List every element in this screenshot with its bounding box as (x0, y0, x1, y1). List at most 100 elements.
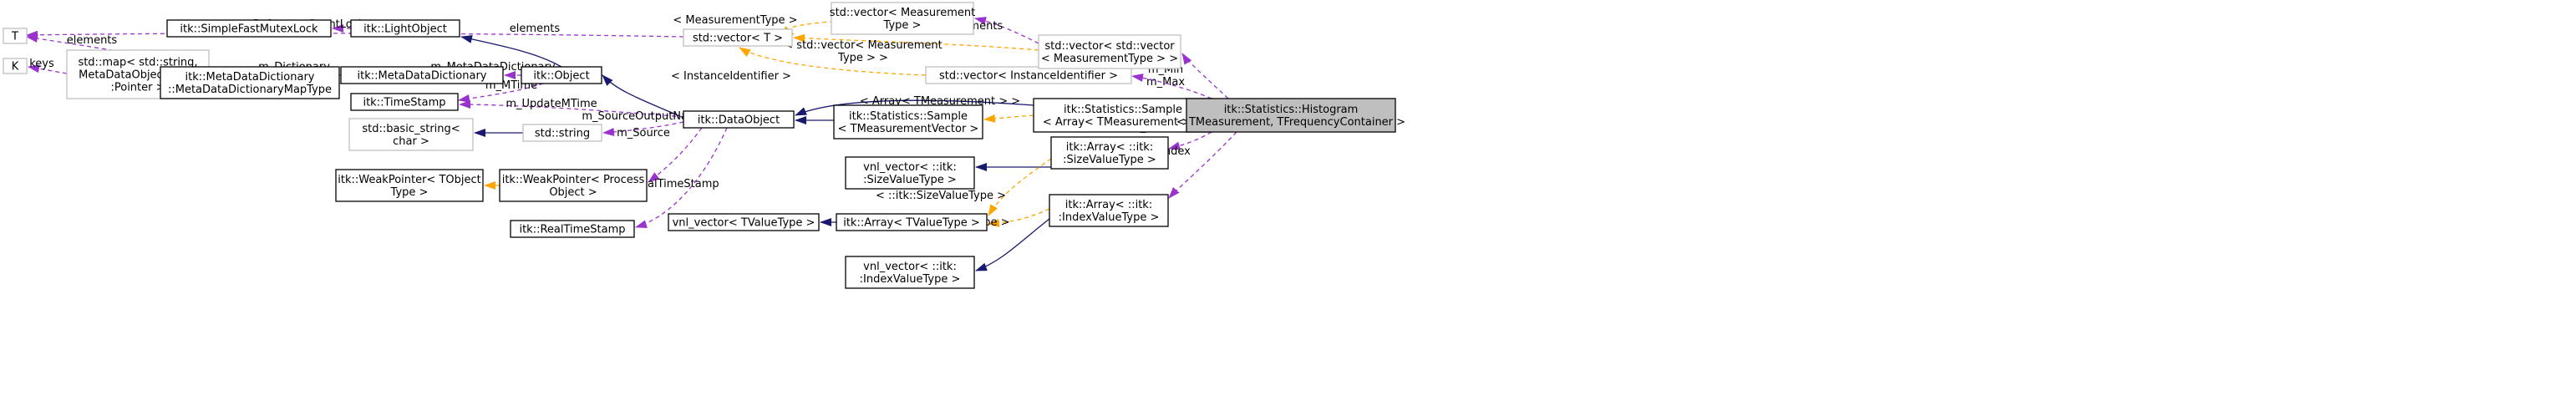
node-label: :IndexValueType > (1059, 211, 1160, 224)
node-label: itk::MetaDataDictionary (185, 71, 315, 84)
node-timestamp[interactable]: itk::TimeStamp (350, 93, 459, 111)
edge-template (739, 47, 927, 76)
node-sample-mv[interactable]: itk::Statistics::Sample< TMeasurementVec… (833, 104, 983, 140)
node-box (1050, 136, 1169, 170)
node-box (522, 124, 602, 142)
node-label: char > (393, 135, 429, 148)
edge-label: keys (29, 58, 54, 70)
edge-usage (974, 17, 1039, 44)
node-box (499, 169, 648, 202)
node-vnl-sizevt[interactable]: vnl_vector< ::itk::SizeValueType > (845, 156, 975, 190)
node-box (350, 93, 459, 111)
edge-template (983, 114, 1034, 123)
node-label: itk::WeakPointer< Process (502, 174, 645, 186)
node-label: itk::MetaDataDictionary (358, 70, 487, 83)
node-label: std::vector< std::vector (1044, 40, 1175, 53)
node-label: itk::Array< ::itk: (1065, 199, 1152, 211)
edge-label: < InstanceIdentifier > (671, 70, 791, 83)
edge-label: m_SourceOutputName (582, 110, 704, 123)
node-sample-arr[interactable]: itk::Statistics::Sample< Array< TMeasure… (1033, 98, 1213, 133)
edge-label: elements (67, 34, 118, 47)
edge-usage (26, 30, 684, 39)
edge-template (988, 208, 1050, 228)
node-box (350, 19, 460, 38)
node-box (335, 169, 484, 202)
node-realtimestamp[interactable]: itk::RealTimeStamp (510, 220, 635, 238)
node-label: :Pointer > (110, 82, 165, 94)
node-box (836, 213, 988, 231)
node-label: itk::Object (533, 70, 589, 83)
node-label: < MeasurementType > > (1041, 53, 1178, 65)
node-label: std::map< std::string, (78, 57, 197, 69)
node-box (160, 66, 340, 99)
node-array-size[interactable]: itk::Array< ::itk::SizeValueType > (1050, 136, 1169, 170)
node-label: < Array< TMeasurement > > (1043, 116, 1203, 129)
node-label: :IndexValueType > (860, 273, 961, 286)
node-lightobject[interactable]: itk::LightObject (350, 19, 460, 38)
edge-label: m_Max (1146, 76, 1185, 89)
node-box (1033, 98, 1213, 133)
edge-label: < MeasurementType > (673, 14, 797, 27)
edge-inherit (975, 218, 1050, 271)
edge-label: elements (510, 23, 561, 35)
node-array-index[interactable]: itk::Array< ::itk::IndexValueType > (1049, 194, 1169, 227)
edge-usage (28, 64, 68, 74)
node-box (521, 66, 602, 84)
edge-label: < Array< TMeasurement > > (860, 95, 1020, 108)
node-T[interactable]: T (3, 28, 28, 44)
node-label: vnl_vector< ::itk: (863, 161, 957, 174)
node-vnl-tvt[interactable]: vnl_vector< TValueType > (668, 213, 820, 231)
node-label: vnl_vector< TValueType > (673, 217, 815, 230)
node-array-tvt[interactable]: itk::Array< TValueType > (836, 213, 988, 231)
node-box (510, 220, 635, 238)
node-mutex[interactable]: itk::SimpleFastMutexLock (166, 19, 332, 38)
node-mdd[interactable]: itk::MetaDataDictionary (340, 66, 504, 84)
edge-label: m_UpdateMTime (506, 98, 597, 110)
node-box (831, 2, 974, 35)
node-label: T (11, 31, 18, 43)
node-box (1038, 34, 1181, 69)
edge-inherit (602, 74, 684, 119)
node-dataobject[interactable]: itk::DataObject (683, 110, 795, 129)
edge-usage (1131, 74, 1212, 99)
edge-usage (459, 100, 684, 118)
node-label: :SizeValueType > (1063, 154, 1156, 166)
node-vector-vmt[interactable]: std::vector< std::vector< MeasurementTyp… (1038, 34, 1181, 69)
edge-label: < ::itk::SizeValueType > (876, 190, 1006, 202)
node-string[interactable]: std::string (522, 124, 602, 142)
node-label: itk::Statistics::Sample (1064, 104, 1182, 116)
edge-usage (648, 127, 703, 183)
edge-usage (1168, 131, 1212, 150)
node-label: Type > (883, 19, 922, 32)
node-vector-t[interactable]: std::vector< T > (683, 28, 793, 47)
node-label: itk::DataObject (698, 114, 780, 127)
edge-inherit (795, 99, 1034, 116)
node-box (166, 19, 332, 38)
node-label: Object > (549, 186, 597, 199)
node-box (925, 66, 1132, 84)
node-object[interactable]: itk::Object (521, 66, 602, 84)
edge-usage (1181, 53, 1229, 99)
edge-usage (1168, 131, 1237, 199)
node-vnl-indexvt[interactable]: vnl_vector< ::itk::IndexValueType > (845, 256, 975, 289)
node-label: itk::Array< TValueType > (843, 217, 980, 230)
node-box (683, 110, 795, 129)
node-label: std::string (535, 128, 590, 140)
node-box (348, 118, 474, 151)
node-histogram[interactable]: itk::Statistics::Histogram< TMeasurement… (1176, 98, 1405, 133)
node-label: std::vector< T > (693, 33, 783, 45)
node-K[interactable]: K (3, 58, 28, 74)
node-label: < TMeasurementVector > (838, 123, 979, 135)
node-mdd-maptype[interactable]: itk::MetaDataDictionary::MetaDataDiction… (160, 66, 340, 99)
node-box (340, 66, 504, 84)
node-label: < TMeasurement, TFrequencyContainer > (1176, 116, 1405, 129)
node-label: std::vector< InstanceIdentifier > (939, 70, 1118, 83)
edge-template (988, 158, 1052, 216)
node-vector-mt[interactable]: std::vector< MeasurementType > (830, 2, 975, 35)
node-vector-iid[interactable]: std::vector< InstanceIdentifier > (925, 66, 1132, 84)
node-label: itk::RealTimeStamp (519, 224, 625, 236)
node-basic-string[interactable]: std::basic_string<char > (348, 118, 474, 151)
node-box (683, 28, 793, 47)
